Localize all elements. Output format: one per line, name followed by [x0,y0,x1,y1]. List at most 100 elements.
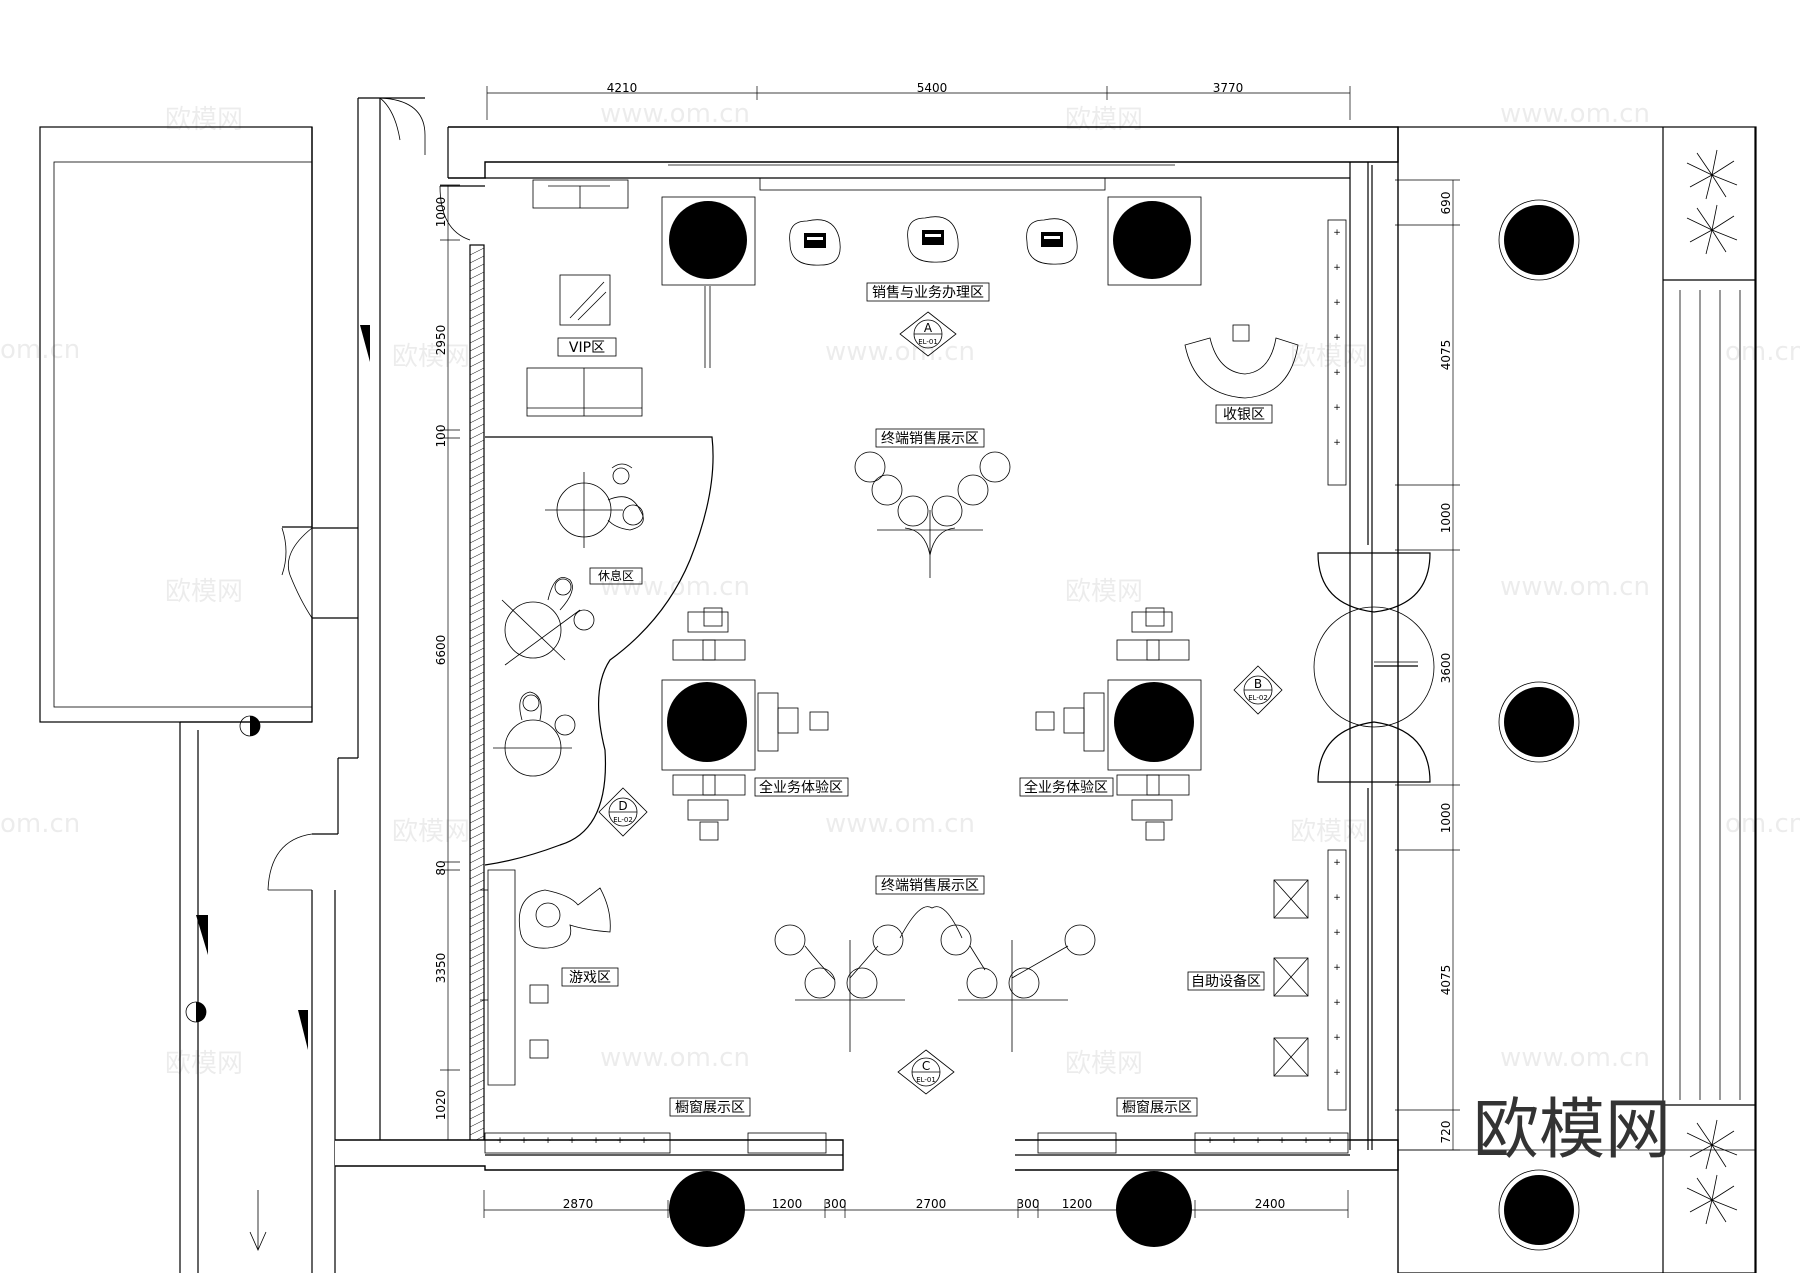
left-building [39,98,381,1273]
svg-text:om.cn: om.cn [0,809,80,839]
column [1504,205,1574,275]
plant-icon [1686,1119,1738,1170]
svg-text:om.cn: om.cn [1725,337,1800,367]
dim-bottom-5: 300 [1017,1197,1040,1211]
zone-window-right: 橱窗展示区 [1122,1099,1192,1116]
kiosk-icon [789,219,841,266]
kiosk-icon [907,216,959,263]
stud-mark: + [1333,928,1341,938]
zone-window-left: 橱窗展示区 [675,1099,745,1116]
column [1114,682,1194,762]
zone-self-service: 自助设备区 [1191,973,1261,990]
column [669,1171,745,1247]
stud-mark: + [568,1136,576,1146]
dim-bottom-2: 1200 [772,1197,803,1211]
stud-mark: + [520,1136,528,1146]
dim-left-4: 6600 [434,635,448,666]
svg-text:欧模网: 欧模网 [392,817,470,847]
column [1116,1171,1192,1247]
svg-text:C: C [922,1059,930,1073]
svg-text:A: A [924,321,933,335]
dim-bottom-1: 2870 [563,1197,594,1211]
svg-text:EL-02: EL-02 [1248,694,1268,702]
column [1113,201,1191,279]
dim-right-1: 690 [1439,192,1453,215]
plant-icon [1686,1174,1738,1225]
column [669,201,747,279]
svg-text:www.om.cn: www.om.cn [600,572,750,602]
dim-left-6: 3350 [434,953,448,984]
dim-top-1: 4210 [607,81,638,95]
dim-right-4: 3600 [1439,653,1453,684]
dim-bottom-4: 2700 [916,1197,947,1211]
display-cluster-top [854,451,1011,578]
dim-right-6: 4075 [1439,965,1453,996]
svg-text:欧模网: 欧模网 [1290,817,1368,847]
left-wall-hatch [469,247,485,1152]
dimension-top: 4210 5400 3770 [486,81,1351,120]
zone-sales: 销售与业务办理区 [872,285,984,301]
dim-left-2: 2950 [434,325,448,356]
svg-text:EL-01: EL-01 [918,338,938,346]
stud-mark: + [1302,1136,1310,1146]
svg-text:om.cn: om.cn [1725,809,1800,839]
kiosk-icon [1026,218,1078,265]
plant-icon [1686,204,1738,255]
svg-text:EL-01: EL-01 [916,1076,936,1084]
stud-mark: + [496,1136,504,1146]
shop-walls [335,97,1399,1273]
svg-text:www.om.cn: www.om.cn [1500,1043,1650,1073]
column [1504,1175,1574,1245]
furniture [480,179,1435,1154]
svg-text:欧模网: 欧模网 [1065,577,1143,607]
svg-text:www.om.cn: www.om.cn [1500,572,1650,602]
svg-text:欧模网: 欧模网 [165,1049,243,1079]
dimension-right: 690 4075 1000 3600 1000 4075 720 [1395,179,1460,1151]
zone-game: 游戏区 [569,970,611,986]
stud-mark: + [1333,858,1341,868]
zone-terminal-top: 终端销售展示区 [881,431,979,447]
watermarks: 欧模网 www.om.cn 欧模网 www.om.cn om.cn 欧模网 ww… [0,99,1800,1079]
dimension-left: 1000 2950 100 6600 80 3350 1020 [434,184,460,1141]
dim-left-3: 100 [434,425,448,448]
zone-rest: 休息区 [598,568,634,583]
stud-mark: + [1333,1033,1341,1043]
svg-text:欧模网: 欧模网 [1290,342,1368,372]
svg-text:www.om.cn: www.om.cn [1500,99,1650,129]
svg-text:EL-02: EL-02 [613,816,633,824]
stud-mark: + [1333,403,1341,413]
dim-bottom-6: 1200 [1062,1197,1093,1211]
dimension-bottom: 2870 1200 300 2700 300 1200 2400 [483,1190,1349,1218]
right-exterior [1397,126,1757,1273]
elevation-marker-d: D EL-02 [598,787,648,837]
elevation-marker-c: C EL-01 [897,1049,955,1095]
dim-right-7: 720 [1439,1121,1453,1144]
dim-left-1: 1000 [434,197,448,228]
dim-top-3: 3770 [1213,81,1244,95]
zone-labels: 销售与业务办理区 VIP区 收银区 终端销售展示区 休息区 全业务体验区 全业务… [557,282,1273,1117]
dim-right-2: 4075 [1439,340,1453,371]
dim-top-2: 5400 [917,81,948,95]
stud-mark: + [640,1136,648,1146]
zone-cashier: 收银区 [1223,407,1265,423]
stud-mark: + [616,1136,624,1146]
stud-mark: + [544,1136,552,1146]
display-cluster-bottom [774,906,1096,1052]
dim-right-3: 1000 [1439,503,1453,534]
stud-mark: + [1333,893,1341,903]
svg-text:欧模网: 欧模网 [392,342,470,372]
dim-left-5: 80 [434,860,448,875]
elevation-marker-a: A EL-01 [899,311,957,357]
stud-mark: + [1230,1136,1238,1146]
svg-text:om.cn: om.cn [0,335,80,365]
elevation-marker-b: B EL-02 [1233,665,1283,715]
stud-mark: + [1333,228,1341,238]
column [1504,687,1574,757]
column [667,682,747,762]
stud-mark: + [1333,1068,1341,1078]
stud-mark: + [1333,263,1341,273]
svg-text:www.om.cn: www.om.cn [825,809,975,839]
svg-text:www.om.cn: www.om.cn [825,337,975,367]
stud-mark: + [1206,1136,1214,1146]
zone-experience-left: 全业务体验区 [759,779,843,796]
